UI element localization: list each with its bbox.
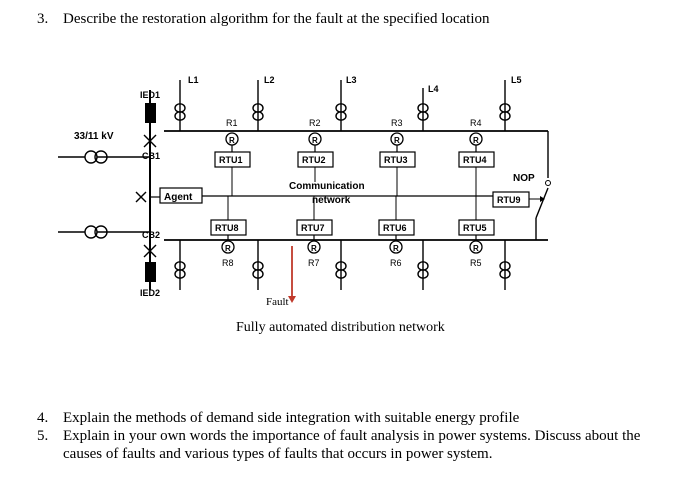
- rtu3-label: RTU3: [384, 155, 408, 165]
- cb1-symbol: [143, 134, 157, 148]
- question-text: Describe the restoration algorithm for t…: [63, 11, 490, 27]
- relay-r-symbol: R: [225, 244, 231, 253]
- question-3: 3. Describe the restoration algorithm fo…: [37, 10, 677, 30]
- nop-switch-blade: [535, 187, 549, 219]
- relay-r5-label: R5: [470, 258, 482, 268]
- fault-label: Fault: [266, 296, 289, 308]
- rtu6-label: RTU6: [383, 223, 407, 233]
- rtu9-label: RTU9: [497, 195, 521, 205]
- cb1-label: CB1: [142, 151, 160, 161]
- cb2-label: CB2: [142, 230, 160, 240]
- relay-r6-label: R6: [390, 258, 402, 268]
- rtu1-label: RTU1: [219, 155, 243, 165]
- agent-label: Agent: [164, 192, 193, 203]
- rtu7-label: RTU7: [301, 223, 325, 233]
- ied1-label: IED1: [140, 90, 160, 100]
- load-l2: L2: [264, 75, 275, 85]
- question-number: 3.: [37, 11, 49, 27]
- relay-r-symbol: R: [473, 244, 479, 253]
- relay-r1-label: R1: [226, 118, 238, 128]
- cb2-symbol: [143, 244, 157, 258]
- relay-r8-label: R8: [222, 258, 234, 268]
- question-text: Explain in your own words the importance…: [63, 428, 641, 462]
- relay-r-symbol: R: [473, 136, 479, 145]
- relay-r3-label: R3: [391, 118, 403, 128]
- relay-r-symbol: R: [229, 136, 235, 145]
- relay-r7-label: R7: [308, 258, 320, 268]
- rtu4-label: RTU4: [463, 155, 487, 165]
- load-l4: L4: [428, 84, 439, 94]
- load-l3: L3: [346, 75, 357, 85]
- question-number: 5.: [37, 428, 49, 444]
- comm-network-line1: Communication: [289, 181, 365, 192]
- source-transformer-2: [84, 225, 108, 239]
- ied1-block: [145, 103, 156, 123]
- load-branches-top: [179, 80, 506, 131]
- rtu2-label: RTU2: [302, 155, 326, 165]
- relay-r-symbol: R: [312, 136, 318, 145]
- ied2-label: IED2: [140, 288, 160, 298]
- relay-r4-label: R4: [470, 118, 482, 128]
- load-l5: L5: [511, 75, 522, 85]
- source-transformer-1: [84, 150, 108, 164]
- fault-arrow: [288, 296, 296, 303]
- question-5: 5. Explain in your own words the importa…: [37, 427, 677, 467]
- relay-r-symbol: R: [394, 136, 400, 145]
- question-4: 4. Explain the methods of demand side in…: [37, 409, 677, 429]
- nop-label: NOP: [513, 173, 535, 184]
- load-branches-bottom: [179, 240, 506, 290]
- agent-breaker: [135, 191, 147, 203]
- rtu8-label: RTU8: [215, 223, 239, 233]
- relay-r2-label: R2: [309, 118, 321, 128]
- ied2-block: [145, 262, 156, 282]
- rtu5-label: RTU5: [463, 223, 487, 233]
- source-label: 33/11 kV: [74, 131, 114, 142]
- comm-network-line2: network: [312, 195, 351, 206]
- diagram-caption: Fully automated distribution network: [236, 320, 445, 335]
- distribution-network-diagram: 33/11 kV IED1 IED2 CB1 CB2 Agent Communi…: [58, 75, 551, 335]
- question-number: 4.: [37, 410, 49, 426]
- top-relays: [225, 132, 483, 146]
- question-text: Explain the methods of demand side integ…: [63, 410, 520, 426]
- relay-r-symbol: R: [393, 244, 399, 253]
- relay-r-symbol: R: [311, 244, 317, 253]
- load-l1: L1: [188, 75, 199, 85]
